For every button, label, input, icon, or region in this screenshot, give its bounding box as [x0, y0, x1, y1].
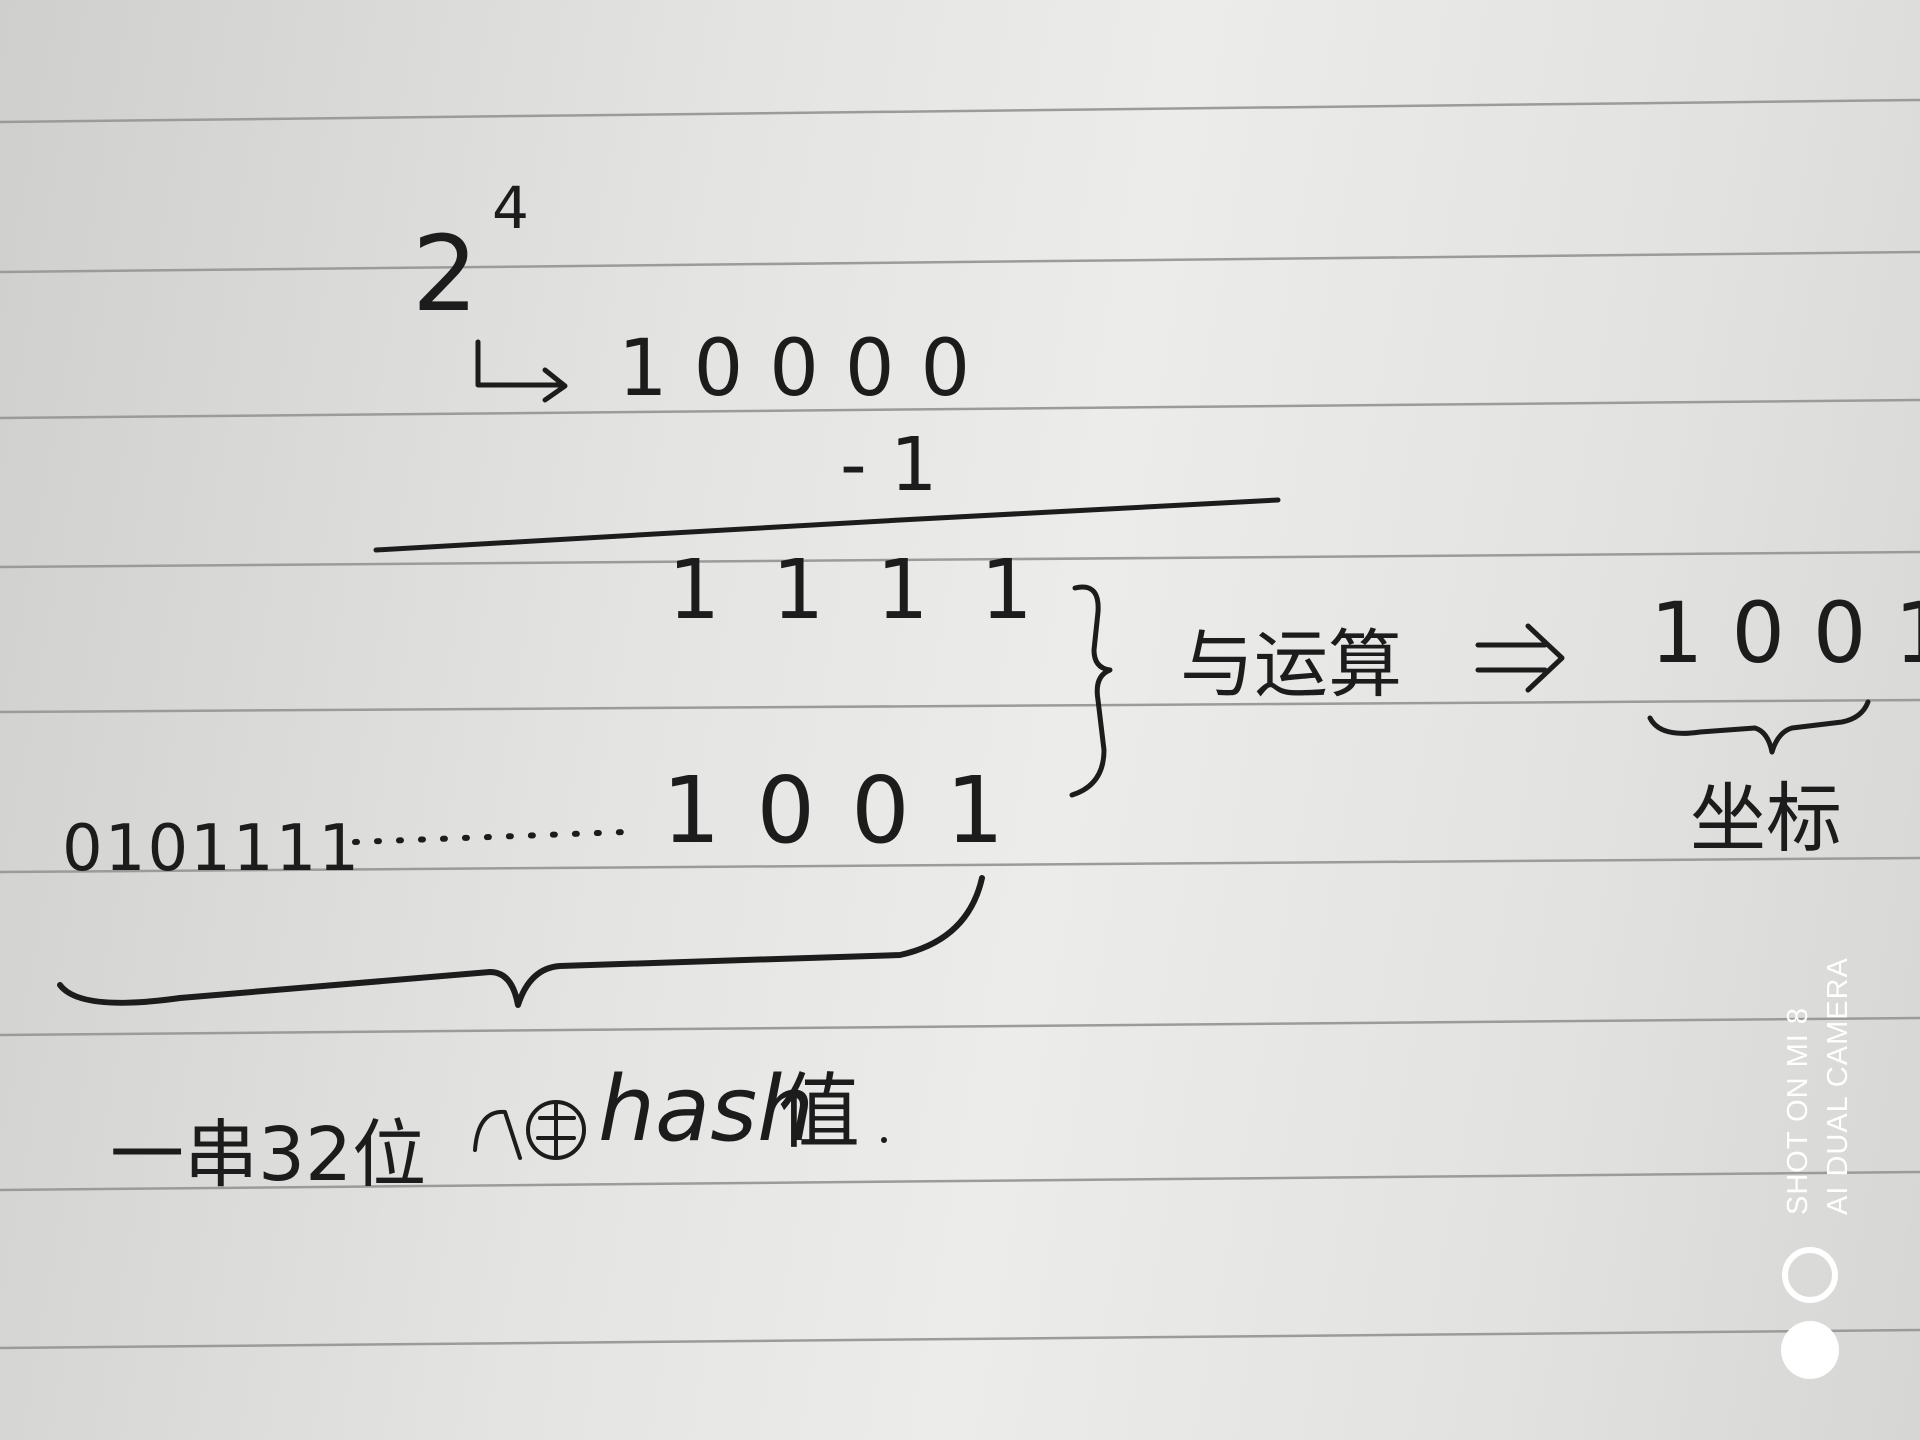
hash-caption-prefix: 一串32位	[110, 1112, 426, 1198]
right-brace	[1069, 584, 1113, 798]
result-bits: 1001	[1650, 584, 1920, 682]
hash-prefix-bits: 0101111	[62, 812, 361, 886]
watermark-line-1: SHOT ON MI 8	[1782, 1007, 1814, 1215]
trailing-dot	[881, 1137, 887, 1143]
lens-dot-icon	[1781, 1321, 1839, 1379]
hook-arrow-icon	[475, 339, 568, 403]
minus-one: - 1	[840, 422, 937, 508]
ellipsis-dots	[352, 829, 628, 845]
subtraction-rule	[373, 497, 1281, 553]
hash-suffix-bits: 1001	[662, 757, 1040, 864]
lens-ring-icon	[1782, 1247, 1838, 1303]
hash-brace	[57, 875, 985, 1008]
hash-word: hash	[598, 1057, 814, 1162]
watermark-line-2: AI DUAL CAMERA	[1822, 957, 1854, 1215]
binary-power: 10000	[618, 324, 996, 414]
hash-caption-suffix: 值	[778, 1065, 860, 1160]
result-brace	[1647, 699, 1871, 755]
coordinate-label: 坐标	[1690, 774, 1842, 863]
crossed-out-character-icon	[473, 1100, 586, 1160]
and-operation-label: 与运算	[1180, 622, 1402, 708]
exponent-digit: 4	[492, 174, 529, 242]
camera-watermark: SHOT ON MI 8 AI DUAL CAMERA	[1781, 957, 1854, 1379]
base-digit: 2	[412, 213, 478, 335]
implies-arrow-icon	[1475, 623, 1565, 693]
mask-bits: 1111	[668, 543, 1085, 638]
